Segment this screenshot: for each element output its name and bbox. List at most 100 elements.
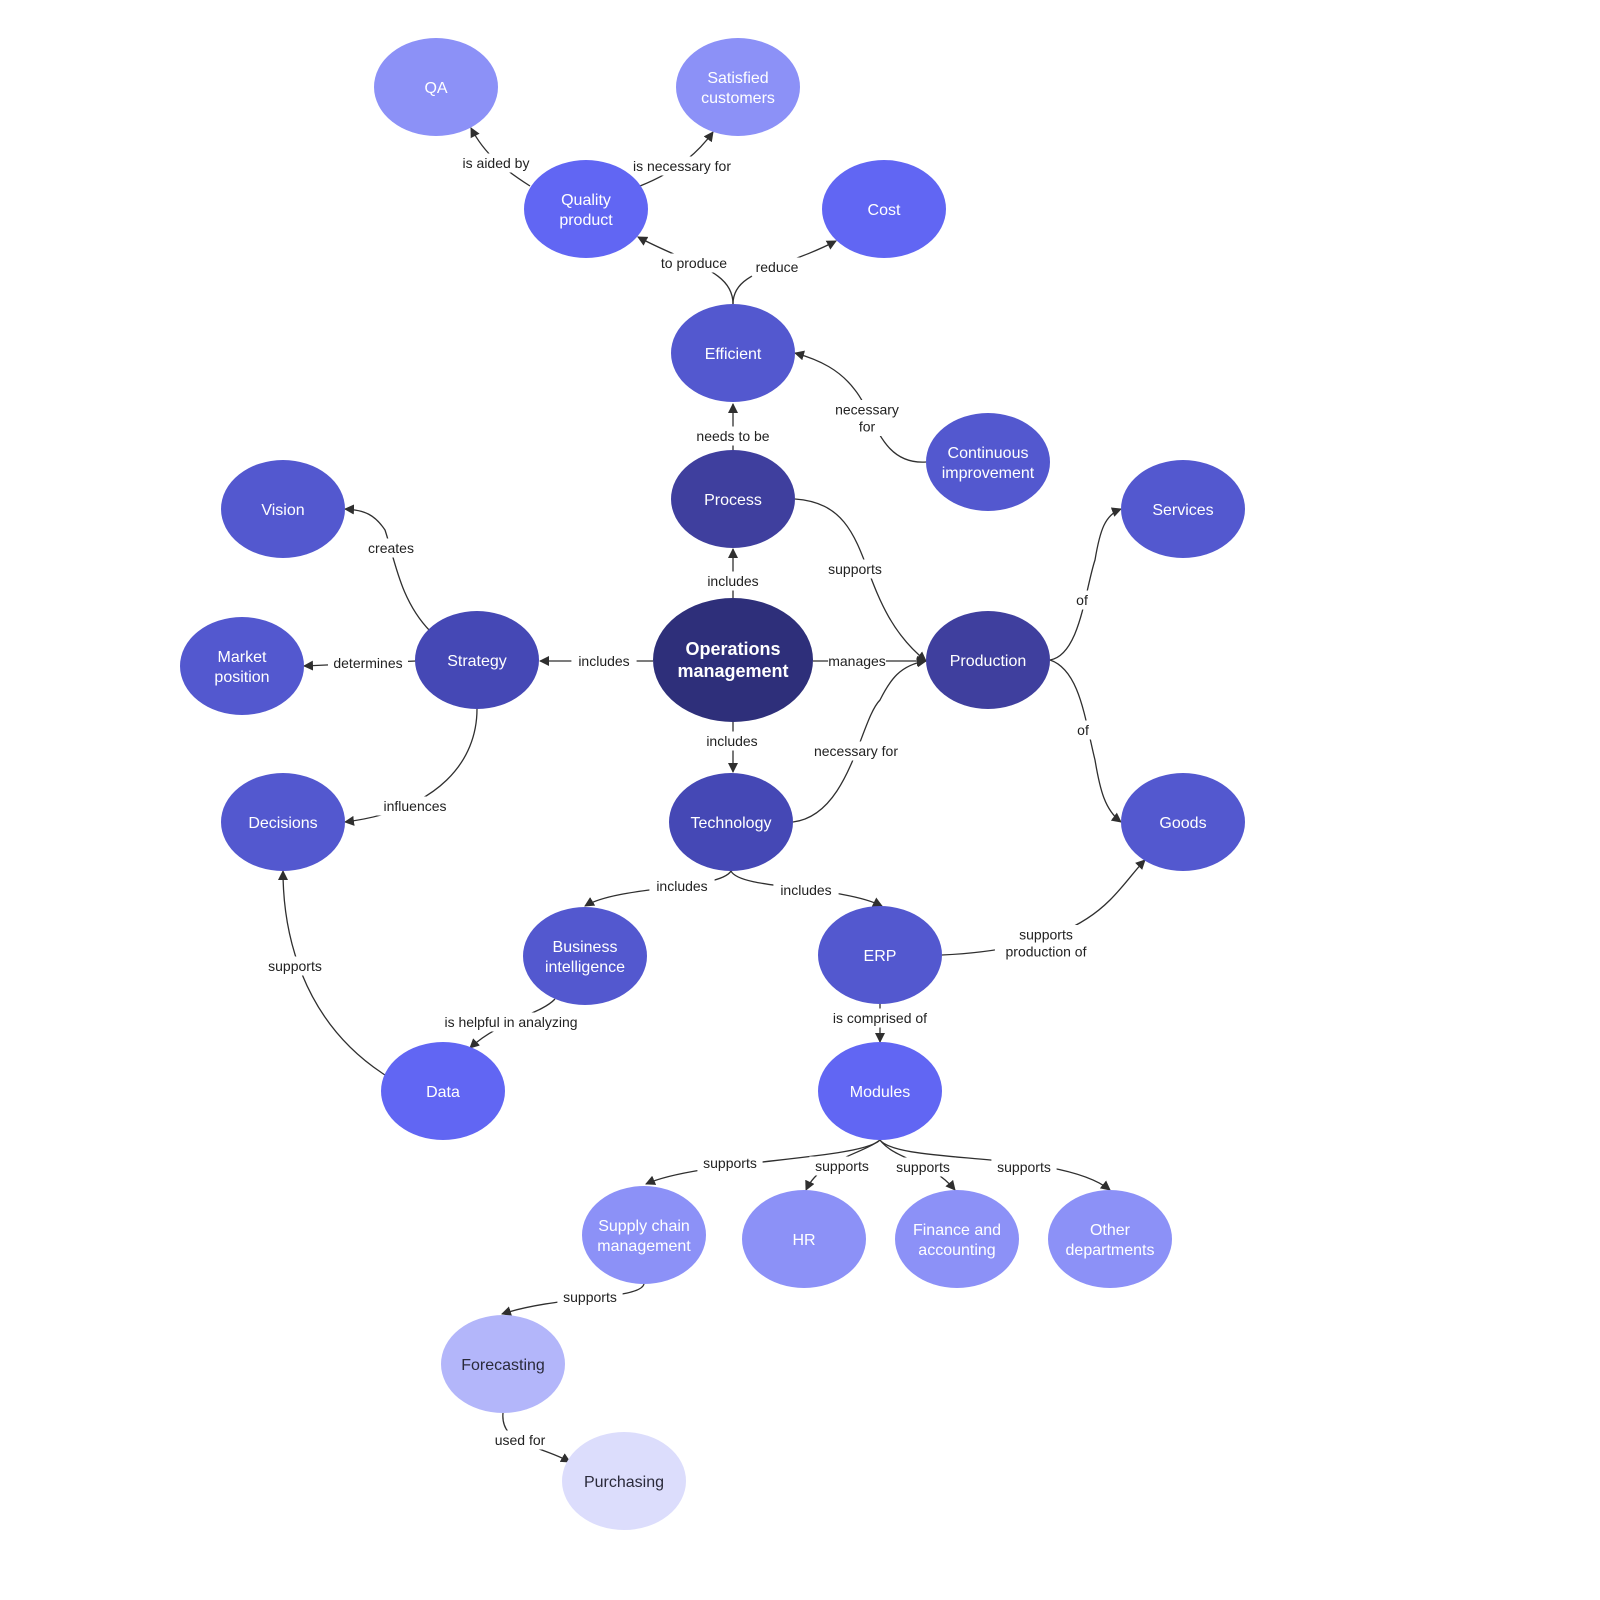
node-shape-technology bbox=[669, 773, 793, 871]
edge-label-bg bbox=[804, 741, 908, 761]
node-data[interactable]: Data bbox=[381, 1042, 505, 1140]
edge-label-bg bbox=[1072, 720, 1094, 740]
node-process[interactable]: Process bbox=[671, 450, 795, 548]
edge-label-bg bbox=[619, 156, 745, 176]
node-shape-forecasting bbox=[441, 1315, 565, 1413]
node-efficient[interactable]: Efficient bbox=[671, 304, 795, 402]
edge-label-efficient-to-quality: to produce bbox=[661, 255, 727, 271]
node-goods[interactable]: Goods bbox=[1121, 773, 1245, 871]
edge-label-ops-to-technology: includes bbox=[706, 733, 757, 749]
edge-label-bg bbox=[828, 651, 886, 671]
edge-label-bg bbox=[689, 426, 777, 446]
node-modules[interactable]: Modules bbox=[818, 1042, 942, 1140]
node-label-ops: Operations bbox=[685, 639, 780, 659]
node-label-efficient: Efficient bbox=[705, 346, 762, 363]
edge-label-bg bbox=[487, 1430, 553, 1450]
node-label-forecasting: Forecasting bbox=[461, 1357, 545, 1374]
edge-label-strategy-to-vision: creates bbox=[368, 540, 414, 556]
node-cost[interactable]: Cost bbox=[822, 160, 946, 258]
node-shape-qa bbox=[374, 38, 498, 136]
edge-continuous-to-efficient bbox=[794, 350, 927, 463]
edge-label-process-to-efficient: needs to be bbox=[696, 428, 769, 444]
node-qa[interactable]: QA bbox=[374, 38, 498, 136]
edge-label-bg bbox=[452, 153, 540, 173]
node-label-strategy: Strategy bbox=[447, 653, 507, 670]
node-shape-decisions bbox=[221, 773, 345, 871]
edge-label-erp-to-modules: is comprised of bbox=[833, 1010, 927, 1026]
edge-label-bg bbox=[751, 257, 803, 277]
edge-label-bg bbox=[571, 651, 637, 671]
edge-label-bg bbox=[821, 1008, 939, 1028]
node-technology[interactable]: Technology bbox=[669, 773, 793, 871]
node-decisions[interactable]: Decisions bbox=[221, 773, 345, 871]
node-label-goods: Goods bbox=[1159, 815, 1206, 832]
node-finance[interactable]: Finance and accounting bbox=[895, 1190, 1019, 1288]
node-label-continuous: Continuous bbox=[948, 445, 1029, 462]
edge-label-ops-to-production: manages bbox=[828, 653, 886, 669]
node-shape-finance bbox=[895, 1190, 1019, 1288]
edge-label-process-to-production: supports bbox=[828, 561, 882, 577]
node-label-finance: accounting bbox=[918, 1242, 995, 1259]
node-hr[interactable]: HR bbox=[742, 1190, 866, 1288]
node-shape-ops bbox=[653, 598, 813, 722]
edge-label-bg bbox=[328, 653, 408, 673]
edge-label-continuous-to-efficient: for bbox=[859, 419, 876, 435]
edge-labels-layer: includes includes includes manages needs to … bbox=[262, 153, 1098, 1450]
node-erp[interactable]: ERP bbox=[818, 906, 942, 1004]
node-purchasing[interactable]: Purchasing bbox=[562, 1432, 686, 1530]
edge-label-bg bbox=[773, 880, 839, 900]
edge-label-data-to-decisions: supports bbox=[268, 958, 322, 974]
node-label-quality: product bbox=[559, 212, 613, 229]
node-label-vision: Vision bbox=[261, 502, 304, 519]
edge-technology-to-production bbox=[792, 657, 927, 823]
edge-label-bg bbox=[822, 559, 888, 579]
edge-label-erp-to-goods: supports bbox=[1019, 927, 1073, 943]
node-label-production: Production bbox=[950, 653, 1027, 670]
node-forecasting[interactable]: Forecasting bbox=[441, 1315, 565, 1413]
edge-label-technology-to-production: necessary for bbox=[814, 743, 898, 759]
edge-label-continuous-to-efficient: necessary bbox=[835, 402, 899, 418]
edge-label-bg bbox=[654, 253, 734, 273]
edge-label-bg bbox=[809, 1156, 875, 1176]
node-label-process: Process bbox=[704, 492, 762, 509]
node-shape-satisfied bbox=[676, 38, 800, 136]
node-label-bi: intelligence bbox=[545, 959, 625, 976]
node-vision[interactable]: Vision bbox=[221, 460, 345, 558]
node-strategy[interactable]: Strategy bbox=[415, 611, 539, 709]
edge-label-bg bbox=[699, 731, 765, 751]
edge-label-strategy-to-market: determines bbox=[333, 655, 402, 671]
edge-label-quality-to-qa: is aided by bbox=[463, 155, 530, 171]
edge-label-bg bbox=[700, 571, 766, 591]
edge-label-strategy-to-decisions: influences bbox=[383, 798, 446, 814]
node-shape-market bbox=[180, 617, 304, 715]
edge-label-bg bbox=[649, 876, 715, 896]
node-shape-data bbox=[381, 1042, 505, 1140]
node-label-qa: QA bbox=[424, 80, 447, 97]
edge-label-ops-to-strategy: includes bbox=[578, 653, 629, 669]
node-shape-quality bbox=[524, 160, 648, 258]
node-label-finance: Finance and bbox=[913, 1222, 1001, 1239]
node-shape-vision bbox=[221, 460, 345, 558]
edge-label-bg bbox=[375, 796, 455, 816]
node-services[interactable]: Services bbox=[1121, 460, 1245, 558]
edge-label-scm-to-forecasting: supports bbox=[563, 1289, 617, 1305]
node-shape-services bbox=[1121, 460, 1245, 558]
edge-label-efficient-to-cost: reduce bbox=[756, 259, 799, 275]
edge-label-technology-to-erp: includes bbox=[780, 882, 831, 898]
node-production[interactable]: Production bbox=[926, 611, 1050, 709]
edge-label-bi-to-data: is helpful in analyzing bbox=[444, 1014, 577, 1030]
node-shape-scm bbox=[582, 1186, 706, 1284]
node-label-scm: Supply chain bbox=[598, 1218, 690, 1235]
edge-label-bg bbox=[991, 1157, 1057, 1177]
node-label-technology: Technology bbox=[691, 815, 772, 832]
node-label-ops: management bbox=[677, 661, 788, 681]
